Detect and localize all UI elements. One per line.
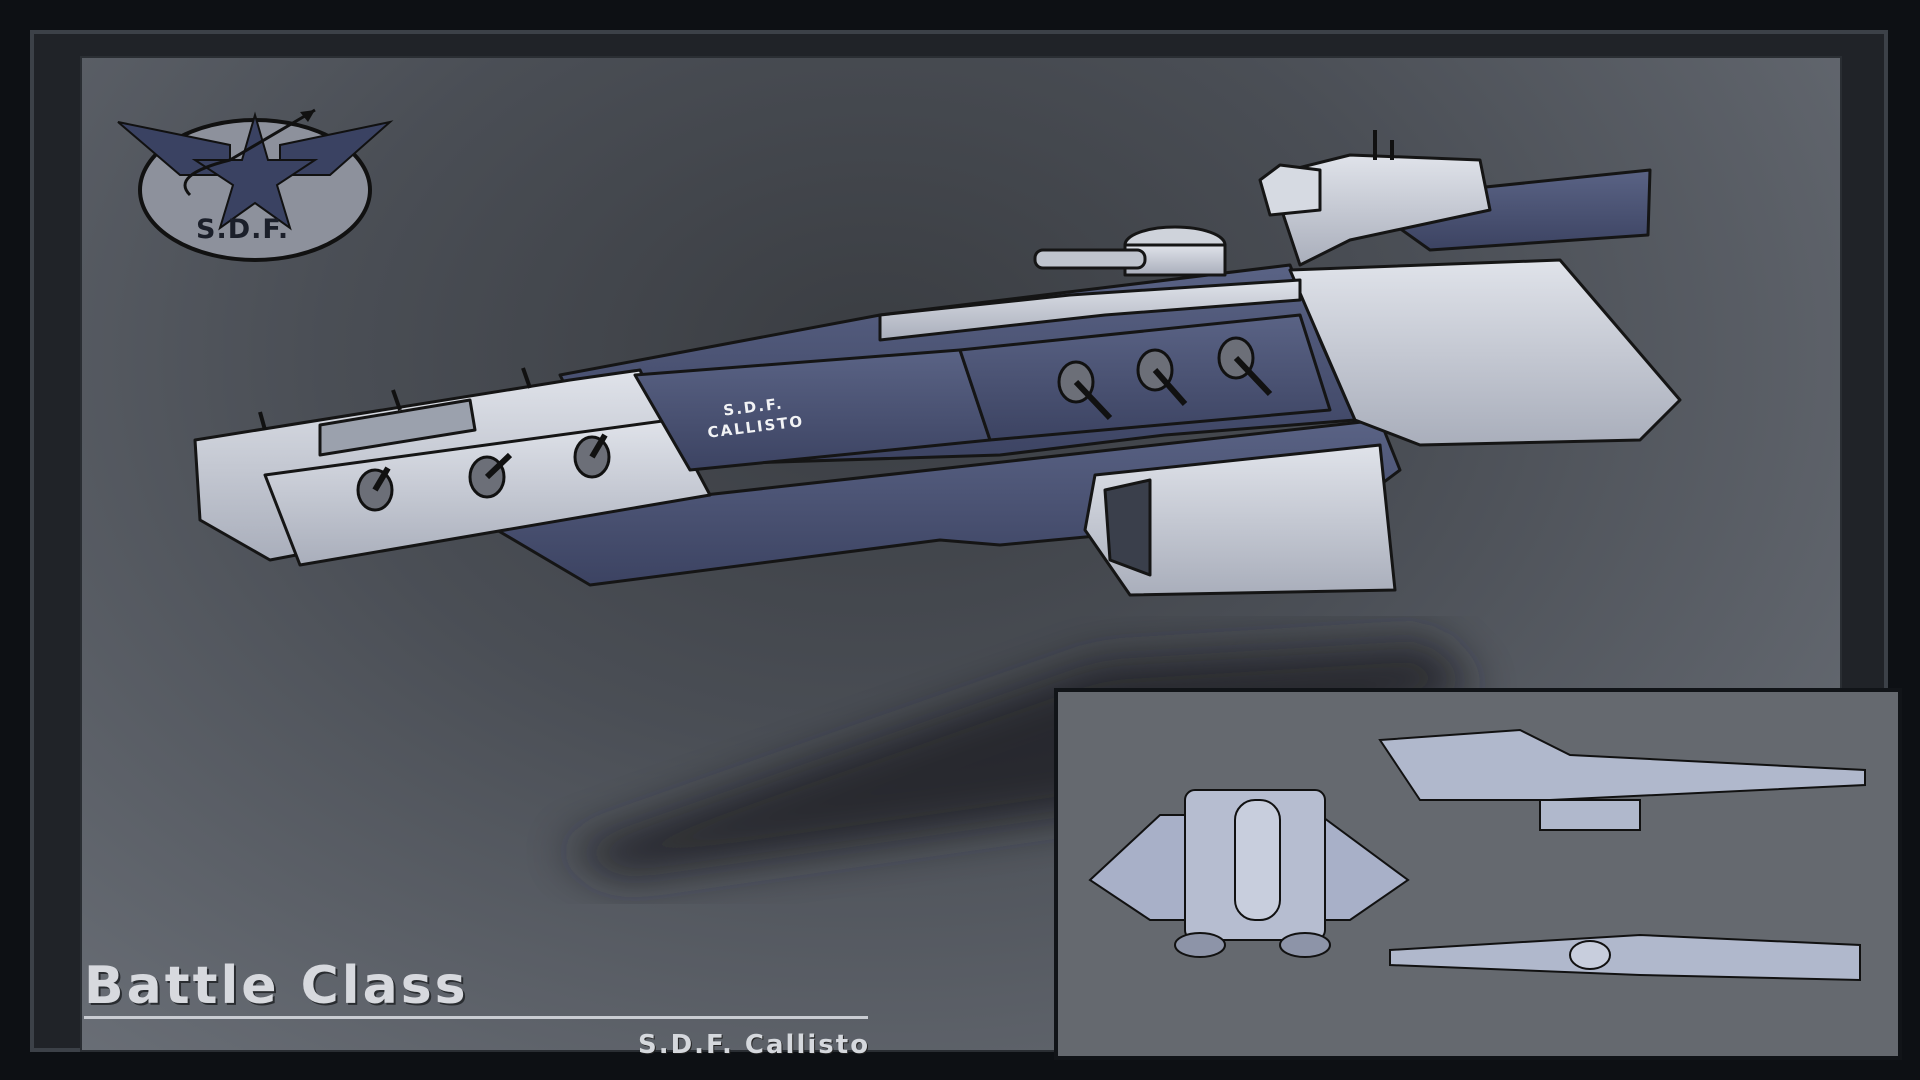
sdf-logo [117, 108, 394, 262]
orbit-arrow-icon [183, 108, 316, 197]
class-title: Battle Class [84, 956, 469, 1016]
gun-turrets [356, 336, 1273, 512]
ship-name-subtitle: S.D.F. Callisto [638, 1030, 871, 1060]
title-underline [84, 1016, 868, 1019]
logo-text: S.D.F. [196, 214, 290, 245]
schematic-inset [1054, 688, 1902, 1060]
star-icon [191, 111, 319, 231]
ship-main [193, 153, 1682, 597]
antennas [258, 130, 1394, 431]
